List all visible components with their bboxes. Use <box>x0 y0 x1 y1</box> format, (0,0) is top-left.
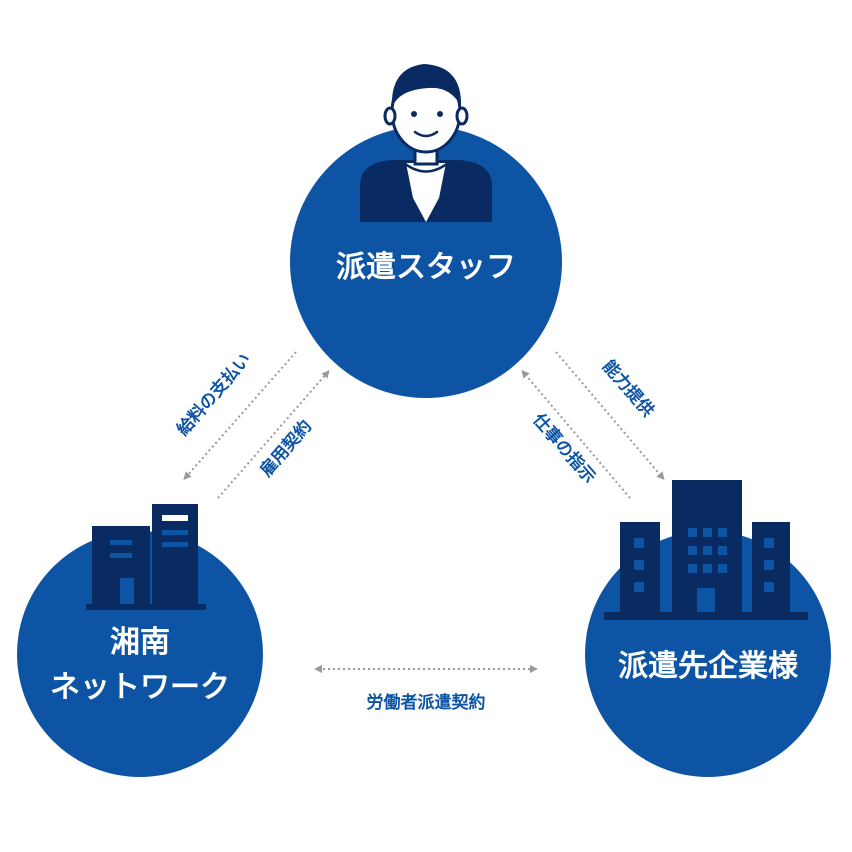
small-building-icon <box>86 504 206 610</box>
shonan-circle <box>17 531 263 777</box>
office-building-icon <box>604 480 808 620</box>
person-icon <box>360 64 492 222</box>
instruction-arrow <box>521 369 631 499</box>
ability-arrow <box>555 351 665 481</box>
employment-label: 雇用契約 <box>256 416 316 481</box>
salary-label: 給料の支払い <box>172 349 255 440</box>
shonan-label-line1: 湘南 <box>110 625 170 660</box>
staff-label: 派遣スタッフ <box>336 250 516 285</box>
ability-label: 能力提供 <box>598 356 658 421</box>
staff-circle <box>290 126 562 398</box>
client-label: 派遣先企業様 <box>618 649 799 684</box>
shonan-label-line2: ネットワーク <box>50 670 230 705</box>
dispatch-contract-label: 労働者派遣契約 <box>367 692 486 713</box>
